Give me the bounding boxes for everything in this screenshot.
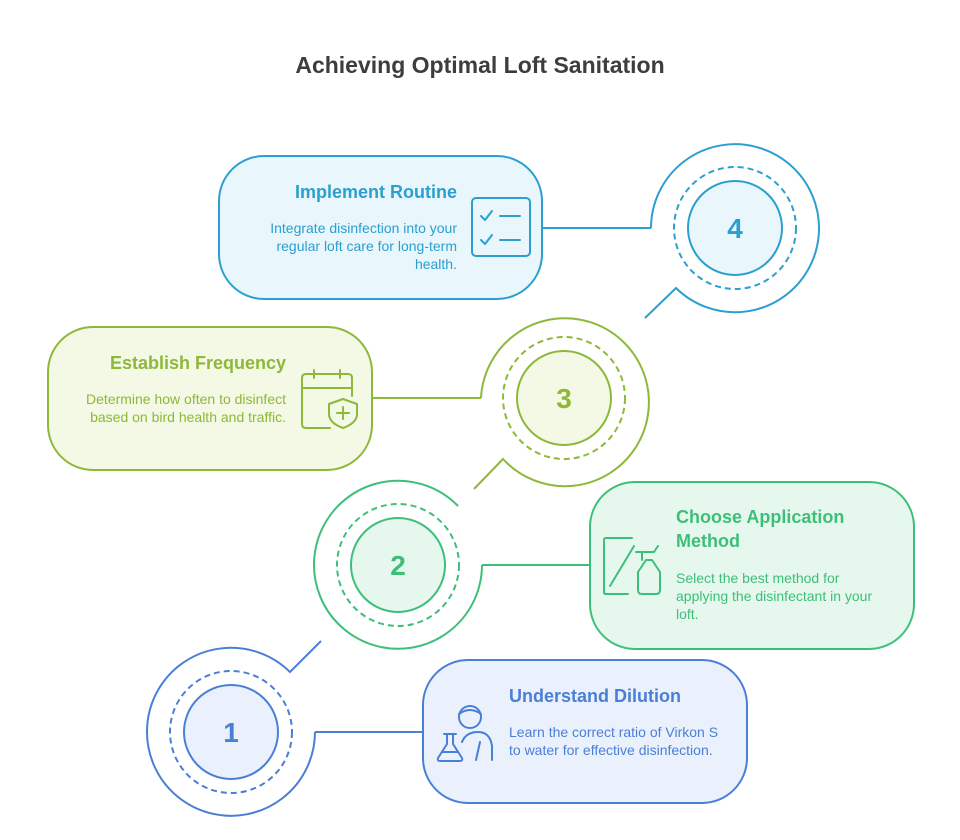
step-2-arc <box>313 479 483 650</box>
step-4-title: Implement Routine <box>294 182 457 202</box>
step-1-title: Understand Dilution <box>509 686 681 706</box>
calendar-shield-icon <box>301 369 358 429</box>
page-title: Achieving Optimal Loft Sanitation <box>295 52 665 78</box>
step-3-arc <box>473 317 650 490</box>
step-3-description: Determine how often to disinfect based o… <box>86 391 286 425</box>
checklist-icon <box>471 197 531 257</box>
step-1-number: 1 <box>223 717 239 748</box>
step-2-number-circle <box>350 517 446 613</box>
step-2-title: Choose Application Method <box>676 507 845 551</box>
step-1-number-circle <box>183 684 279 780</box>
step-2-dashed-ring <box>336 503 460 627</box>
spray-bottle-icon <box>603 537 661 595</box>
step-4-number: 4 <box>727 213 743 244</box>
step-4-description: Integrate disinfection into your regular… <box>270 220 457 272</box>
step-3-title: Establish Frequency <box>109 353 286 373</box>
step-4-arc <box>644 143 820 319</box>
step-4-number-circle <box>687 180 783 276</box>
step-1: 1 <box>146 640 748 817</box>
step-3-number-circle <box>516 350 612 446</box>
step-3-dashed-ring <box>502 336 626 460</box>
step-2-description: Select the best method for applying the … <box>676 570 873 622</box>
step-1-arc <box>146 640 322 817</box>
scientist-flask-icon <box>436 705 493 762</box>
step-3-number: 3 <box>556 383 572 414</box>
step-3: 3 <box>47 317 650 490</box>
step-2-number: 2 <box>390 550 406 581</box>
step-1-description: Learn the correct ratio of Virkon S to w… <box>509 724 719 758</box>
step-2: 2 <box>313 479 915 650</box>
step-4: 4 <box>218 143 820 319</box>
step-1-dashed-ring <box>169 670 293 794</box>
step-4-dashed-ring <box>673 166 797 290</box>
